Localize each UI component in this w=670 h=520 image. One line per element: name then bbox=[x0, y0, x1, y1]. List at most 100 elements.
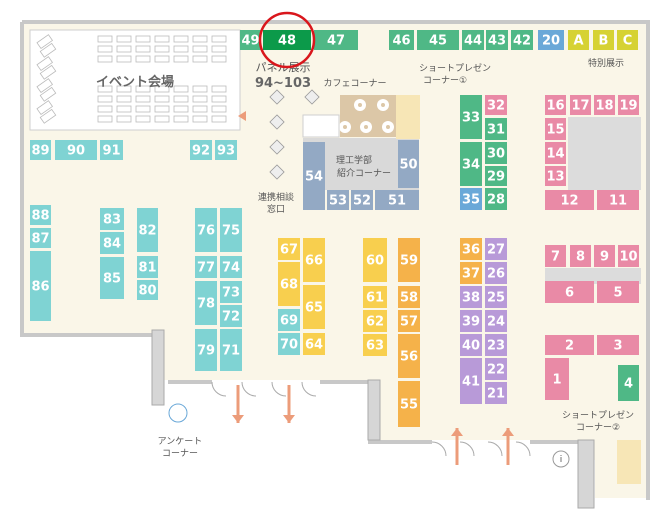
booth-8[interactable]: 8 bbox=[570, 245, 591, 267]
booth-40[interactable]: 40 bbox=[460, 334, 482, 356]
booth-1[interactable]: 1 bbox=[545, 358, 569, 400]
booth-53[interactable]: 53 bbox=[327, 190, 349, 210]
booth-54[interactable]: 54 bbox=[303, 142, 325, 210]
booth-33[interactable]: 33 bbox=[460, 95, 482, 139]
booth-36[interactable]: 36 bbox=[460, 238, 482, 260]
booth-35[interactable]: 35 bbox=[460, 188, 482, 210]
booth-77[interactable]: 77 bbox=[195, 256, 217, 278]
booth-73[interactable]: 73 bbox=[220, 281, 242, 303]
booth-80[interactable]: 80 bbox=[137, 280, 158, 300]
booth-41[interactable]: 41 bbox=[460, 358, 482, 404]
booth-4[interactable]: 4 bbox=[618, 365, 639, 401]
booth-46[interactable]: 46 bbox=[389, 30, 414, 50]
booth-56[interactable]: 56 bbox=[398, 334, 420, 378]
booth-38[interactable]: 38 bbox=[460, 286, 482, 308]
booth-50[interactable]: 50 bbox=[398, 140, 419, 188]
booth-3[interactable]: 3 bbox=[597, 335, 639, 355]
booth-51[interactable]: 51 bbox=[375, 190, 419, 210]
short-presentation-1[interactable] bbox=[396, 95, 420, 139]
booth-37[interactable]: 37 bbox=[460, 262, 482, 284]
booth-44[interactable]: 44 bbox=[462, 30, 484, 50]
booth-42[interactable]: 42 bbox=[511, 30, 533, 50]
booth-C[interactable]: C bbox=[617, 30, 638, 50]
booth-31[interactable]: 31 bbox=[485, 118, 507, 140]
booth-26[interactable]: 26 bbox=[485, 262, 507, 284]
booth-62[interactable]: 62 bbox=[363, 310, 387, 332]
survey-stand-icon[interactable] bbox=[168, 403, 188, 423]
booth-45[interactable]: 45 bbox=[417, 30, 459, 50]
booth-48[interactable]: 48 bbox=[263, 30, 311, 50]
booth-63[interactable]: 63 bbox=[363, 334, 387, 356]
booth-10[interactable]: 10 bbox=[618, 245, 639, 267]
booth-34[interactable]: 34 bbox=[460, 142, 482, 186]
booth-57[interactable]: 57 bbox=[398, 310, 420, 332]
booth-90[interactable]: 90 bbox=[55, 140, 97, 160]
booth-91[interactable]: 91 bbox=[100, 140, 123, 160]
booth-84[interactable]: 84 bbox=[100, 232, 124, 254]
booth-78[interactable]: 78 bbox=[195, 281, 217, 325]
booth-58[interactable]: 58 bbox=[398, 286, 420, 308]
booth-72[interactable]: 72 bbox=[220, 305, 242, 327]
booth-6[interactable]: 6 bbox=[545, 281, 594, 303]
booth-81[interactable]: 81 bbox=[137, 256, 158, 278]
short-presentation-2[interactable] bbox=[617, 440, 641, 484]
booth-7[interactable]: 7 bbox=[545, 245, 566, 267]
booth-19[interactable]: 19 bbox=[618, 95, 639, 115]
booth-87[interactable]: 87 bbox=[30, 228, 51, 248]
booth-66[interactable]: 66 bbox=[303, 238, 325, 282]
booth-55[interactable]: 55 bbox=[398, 381, 420, 427]
booth-43[interactable]: 43 bbox=[486, 30, 508, 50]
booth-2[interactable]: 2 bbox=[545, 335, 594, 355]
booth-11[interactable]: 11 bbox=[597, 190, 639, 210]
booth-39[interactable]: 39 bbox=[460, 310, 482, 332]
booth-88[interactable]: 88 bbox=[30, 205, 51, 225]
booth-20[interactable]: 20 bbox=[538, 30, 564, 50]
booth-82[interactable]: 82 bbox=[137, 208, 158, 252]
booth-89[interactable]: 89 bbox=[30, 140, 51, 160]
booth-5[interactable]: 5 bbox=[597, 281, 639, 303]
booth-B[interactable]: B bbox=[593, 30, 614, 50]
booth-17[interactable]: 17 bbox=[570, 95, 591, 115]
booth-13[interactable]: 13 bbox=[545, 166, 566, 186]
booth-24[interactable]: 24 bbox=[485, 310, 507, 332]
booth-75[interactable]: 75 bbox=[220, 208, 242, 252]
booth-70[interactable]: 70 bbox=[278, 333, 300, 355]
booth-16[interactable]: 16 bbox=[545, 95, 566, 115]
booth-85[interactable]: 85 bbox=[100, 257, 124, 299]
booth-61[interactable]: 61 bbox=[363, 286, 387, 308]
booth-22[interactable]: 22 bbox=[485, 358, 507, 380]
booth-69[interactable]: 69 bbox=[278, 309, 300, 331]
booth-65[interactable]: 65 bbox=[303, 285, 325, 329]
booth-74[interactable]: 74 bbox=[220, 256, 242, 278]
booth-29[interactable]: 29 bbox=[485, 166, 507, 186]
booth-59[interactable]: 59 bbox=[398, 238, 420, 282]
booth-64[interactable]: 64 bbox=[303, 333, 325, 355]
booth-68[interactable]: 68 bbox=[278, 262, 300, 306]
booth-A[interactable]: A bbox=[568, 30, 589, 50]
booth-23[interactable]: 23 bbox=[485, 334, 507, 356]
booth-47[interactable]: 47 bbox=[314, 30, 358, 50]
booth-25[interactable]: 25 bbox=[485, 286, 507, 308]
booth-71[interactable]: 71 bbox=[220, 329, 242, 371]
booth-83[interactable]: 83 bbox=[100, 208, 124, 230]
booth-18[interactable]: 18 bbox=[594, 95, 615, 115]
booth-21[interactable]: 21 bbox=[485, 382, 507, 404]
booth-76[interactable]: 76 bbox=[195, 208, 217, 252]
booth-27[interactable]: 27 bbox=[485, 238, 507, 260]
booth-86[interactable]: 86 bbox=[30, 251, 51, 321]
booth-67[interactable]: 67 bbox=[278, 238, 300, 260]
booth-32[interactable]: 32 bbox=[485, 95, 507, 115]
info-icon[interactable] bbox=[552, 450, 570, 468]
booth-14[interactable]: 14 bbox=[545, 142, 566, 164]
booth-60[interactable]: 60 bbox=[363, 238, 387, 282]
booth-9[interactable]: 9 bbox=[594, 245, 615, 267]
booth-52[interactable]: 52 bbox=[351, 190, 373, 210]
booth-79[interactable]: 79 bbox=[195, 329, 217, 371]
booth-49[interactable]: 49 bbox=[240, 30, 261, 50]
booth-28[interactable]: 28 bbox=[485, 188, 507, 210]
booth-12[interactable]: 12 bbox=[545, 190, 594, 210]
booth-93[interactable]: 93 bbox=[215, 140, 237, 160]
booth-15[interactable]: 15 bbox=[545, 118, 566, 140]
booth-92[interactable]: 92 bbox=[190, 140, 212, 160]
booth-30[interactable]: 30 bbox=[485, 142, 507, 164]
